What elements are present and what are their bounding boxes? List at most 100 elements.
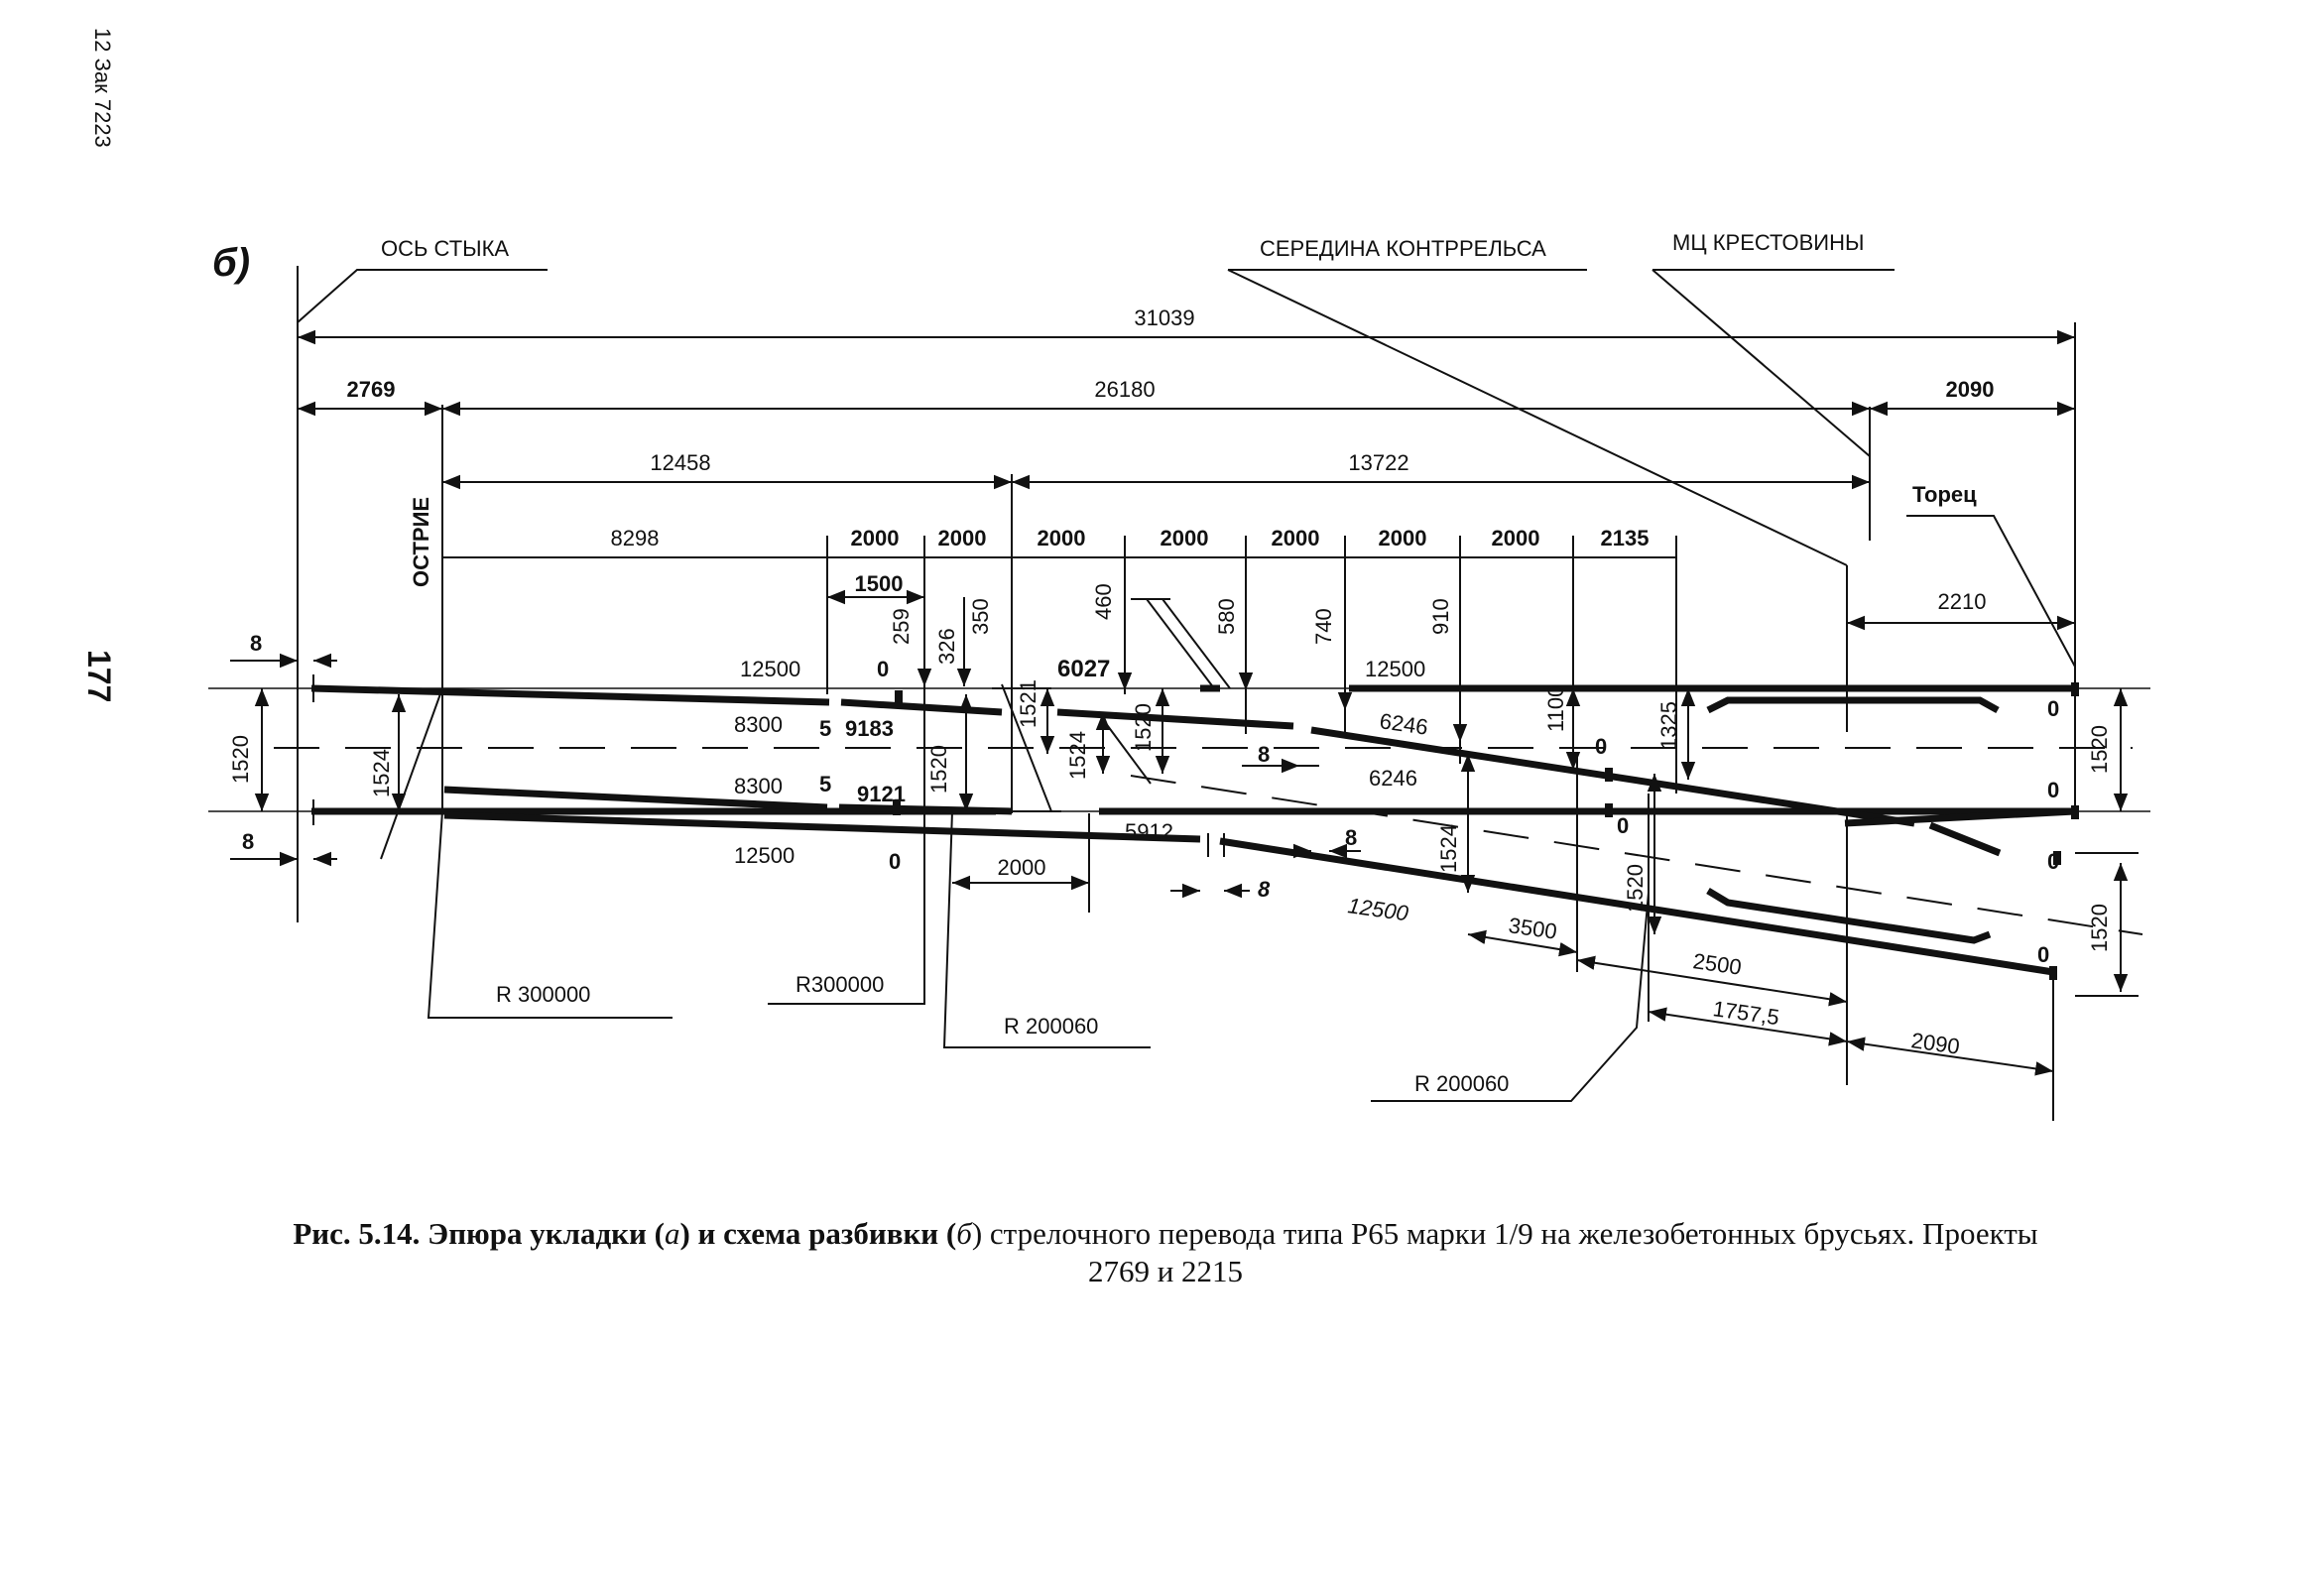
offset-350: 350 [968, 598, 993, 635]
seg-3: 2000 [938, 526, 987, 550]
dim-main-span-label: 26180 [1094, 377, 1155, 402]
rail-0-a: 0 [877, 657, 889, 681]
caption-line-2: 2769 и 2215 [1087, 1254, 1244, 1288]
seg-1: 8298 [611, 526, 660, 550]
g-1520-a: 1520 [926, 745, 951, 794]
rail-9183: 9183 [845, 716, 894, 741]
rail-0-r3: 0 [2047, 849, 2059, 874]
rail-12500-div: 12500 [1346, 893, 1410, 925]
radius-4-leader [1371, 892, 1650, 1102]
end-face-leader [1906, 515, 2076, 668]
caption-line-1: Рис. 5.14. Эпюра укладки (а) и схема раз… [149, 1215, 2182, 1253]
rail-8300-top: 8300 [734, 712, 783, 737]
rail-0-r4: 0 [2037, 942, 2049, 967]
radius-2: R300000 [795, 972, 884, 997]
rail-8300-bot: 8300 [734, 774, 783, 798]
radius-3-leader [942, 810, 1151, 1048]
offset-910: 910 [1428, 598, 1453, 635]
rail-6246-b: 6246 [1369, 766, 1417, 791]
gauge-left-label: 1520 [228, 735, 253, 784]
panel-label: б) [212, 241, 250, 285]
seg-8: 2000 [1492, 526, 1540, 550]
dim-2090-low-label: 2090 [1909, 1028, 1961, 1059]
radius-2-leader [768, 684, 925, 1005]
dim-right-offset-label: 2090 [1946, 377, 1995, 402]
gauge-right-main-label: 1520 [2087, 725, 2112, 774]
caption-prefix: Рис. 5.14. Эпюра укладки ( [293, 1216, 665, 1251]
dim-3500 [1467, 929, 1578, 957]
dim-1757 [1648, 1007, 1848, 1046]
end-face-label: Торец [1912, 482, 1977, 507]
g-1520-b: 1520 [1131, 703, 1156, 752]
dim-2000-low-label: 2000 [998, 855, 1046, 880]
figure-caption: Рис. 5.14. Эпюра укладки (а) и схема раз… [149, 1215, 2182, 1290]
g-1100: 1100 [1543, 685, 1568, 732]
dim-second-half-label: 13722 [1348, 450, 1408, 475]
offset-740: 740 [1311, 608, 1336, 645]
rail-6246-a: 6246 [1378, 708, 1429, 740]
dim-1500-label: 1500 [855, 571, 904, 596]
g-1521: 1521 [1016, 679, 1040, 728]
dim-1757-label: 1757,5 [1711, 996, 1780, 1030]
rail-0-r2: 0 [2047, 778, 2059, 802]
gauge-right-div-label: 1520 [2087, 904, 2112, 952]
seg-6: 2000 [1272, 526, 1320, 550]
gauge-values: 1521 1520 1524 1520 1524 1520 1100 1325 [926, 679, 1696, 934]
rail-8-low: 8 [1345, 825, 1357, 850]
joint-axis-leader [297, 269, 548, 323]
dim-first-half-label: 12458 [650, 450, 710, 475]
radius-1-leader [427, 810, 673, 1019]
dim-2500-label: 2500 [1691, 948, 1743, 980]
offset-580: 580 [1214, 598, 1239, 635]
rail-6027: 6027 [1057, 656, 1110, 682]
radius-4: R 200060 [1414, 1071, 1509, 1096]
point-tip-label: ОСТРИЕ [409, 497, 433, 587]
gap-8-top: 8 [250, 631, 262, 656]
rail-12500-bot-left: 12500 [734, 843, 795, 868]
g-1325: 1325 [1656, 701, 1681, 750]
seg-7: 2000 [1379, 526, 1427, 550]
radius-1: R 300000 [496, 982, 590, 1007]
rail-0-d: 0 [889, 849, 901, 874]
rail-0-r1: 0 [2047, 696, 2059, 721]
joint-axis-label: ОСЬ СТЫКА [381, 236, 509, 261]
rail-8-bot: 8 [1258, 877, 1271, 902]
rail-labels: 12500 0 6027 12500 8300 5 9183 6246 6246… [734, 656, 2059, 967]
seg-5: 2000 [1161, 526, 1209, 550]
rails [208, 598, 2150, 980]
caption-a: а [664, 1216, 680, 1251]
track-axis-diverging [1130, 775, 2143, 935]
rail-12500-top-left: 12500 [740, 657, 800, 681]
frog-center-label: МЦ КРЕСТОВИНЫ [1672, 230, 1864, 255]
rail-12500-top-right: 12500 [1365, 657, 1425, 681]
rail-9121: 9121 [857, 782, 906, 806]
rail-0-c: 0 [1617, 813, 1629, 838]
g-1524-b: 1524 [1436, 824, 1461, 873]
caption-b: б [956, 1216, 972, 1251]
offset-259: 259 [889, 608, 914, 645]
caption-mid: ) и схема разбивки ( [679, 1216, 957, 1251]
dim-total-label: 31039 [1134, 306, 1194, 330]
offset-326: 326 [934, 628, 959, 665]
rail-5-bot: 5 [819, 772, 831, 796]
seg-4: 2000 [1038, 526, 1086, 550]
gauge-1524-label: 1524 [369, 749, 394, 797]
rail-0-b: 0 [1595, 734, 1607, 759]
dim-left-offset-label: 2769 [347, 377, 396, 402]
g-1524-a: 1524 [1065, 731, 1090, 780]
radius-3: R 200060 [1004, 1014, 1098, 1039]
dim-2210-label: 2210 [1938, 589, 1987, 614]
dim-3500-label: 3500 [1507, 913, 1558, 944]
dim-2500 [1576, 955, 1848, 1007]
offset-460: 460 [1091, 583, 1116, 620]
seg-9: 2135 [1601, 526, 1650, 550]
offset-values: 259 326 350 460 580 740 910 [889, 583, 1468, 742]
seg-2: 2000 [851, 526, 900, 550]
guard-rail-label: СЕРЕДИНА КОНТРРЕЛЬСА [1260, 236, 1546, 261]
gap-8-bottom: 8 [242, 829, 254, 854]
g-1520-c: 1520 [1623, 864, 1648, 913]
rail-8-mid: 8 [1258, 742, 1270, 767]
rail-5912: 5912 [1125, 819, 1173, 844]
